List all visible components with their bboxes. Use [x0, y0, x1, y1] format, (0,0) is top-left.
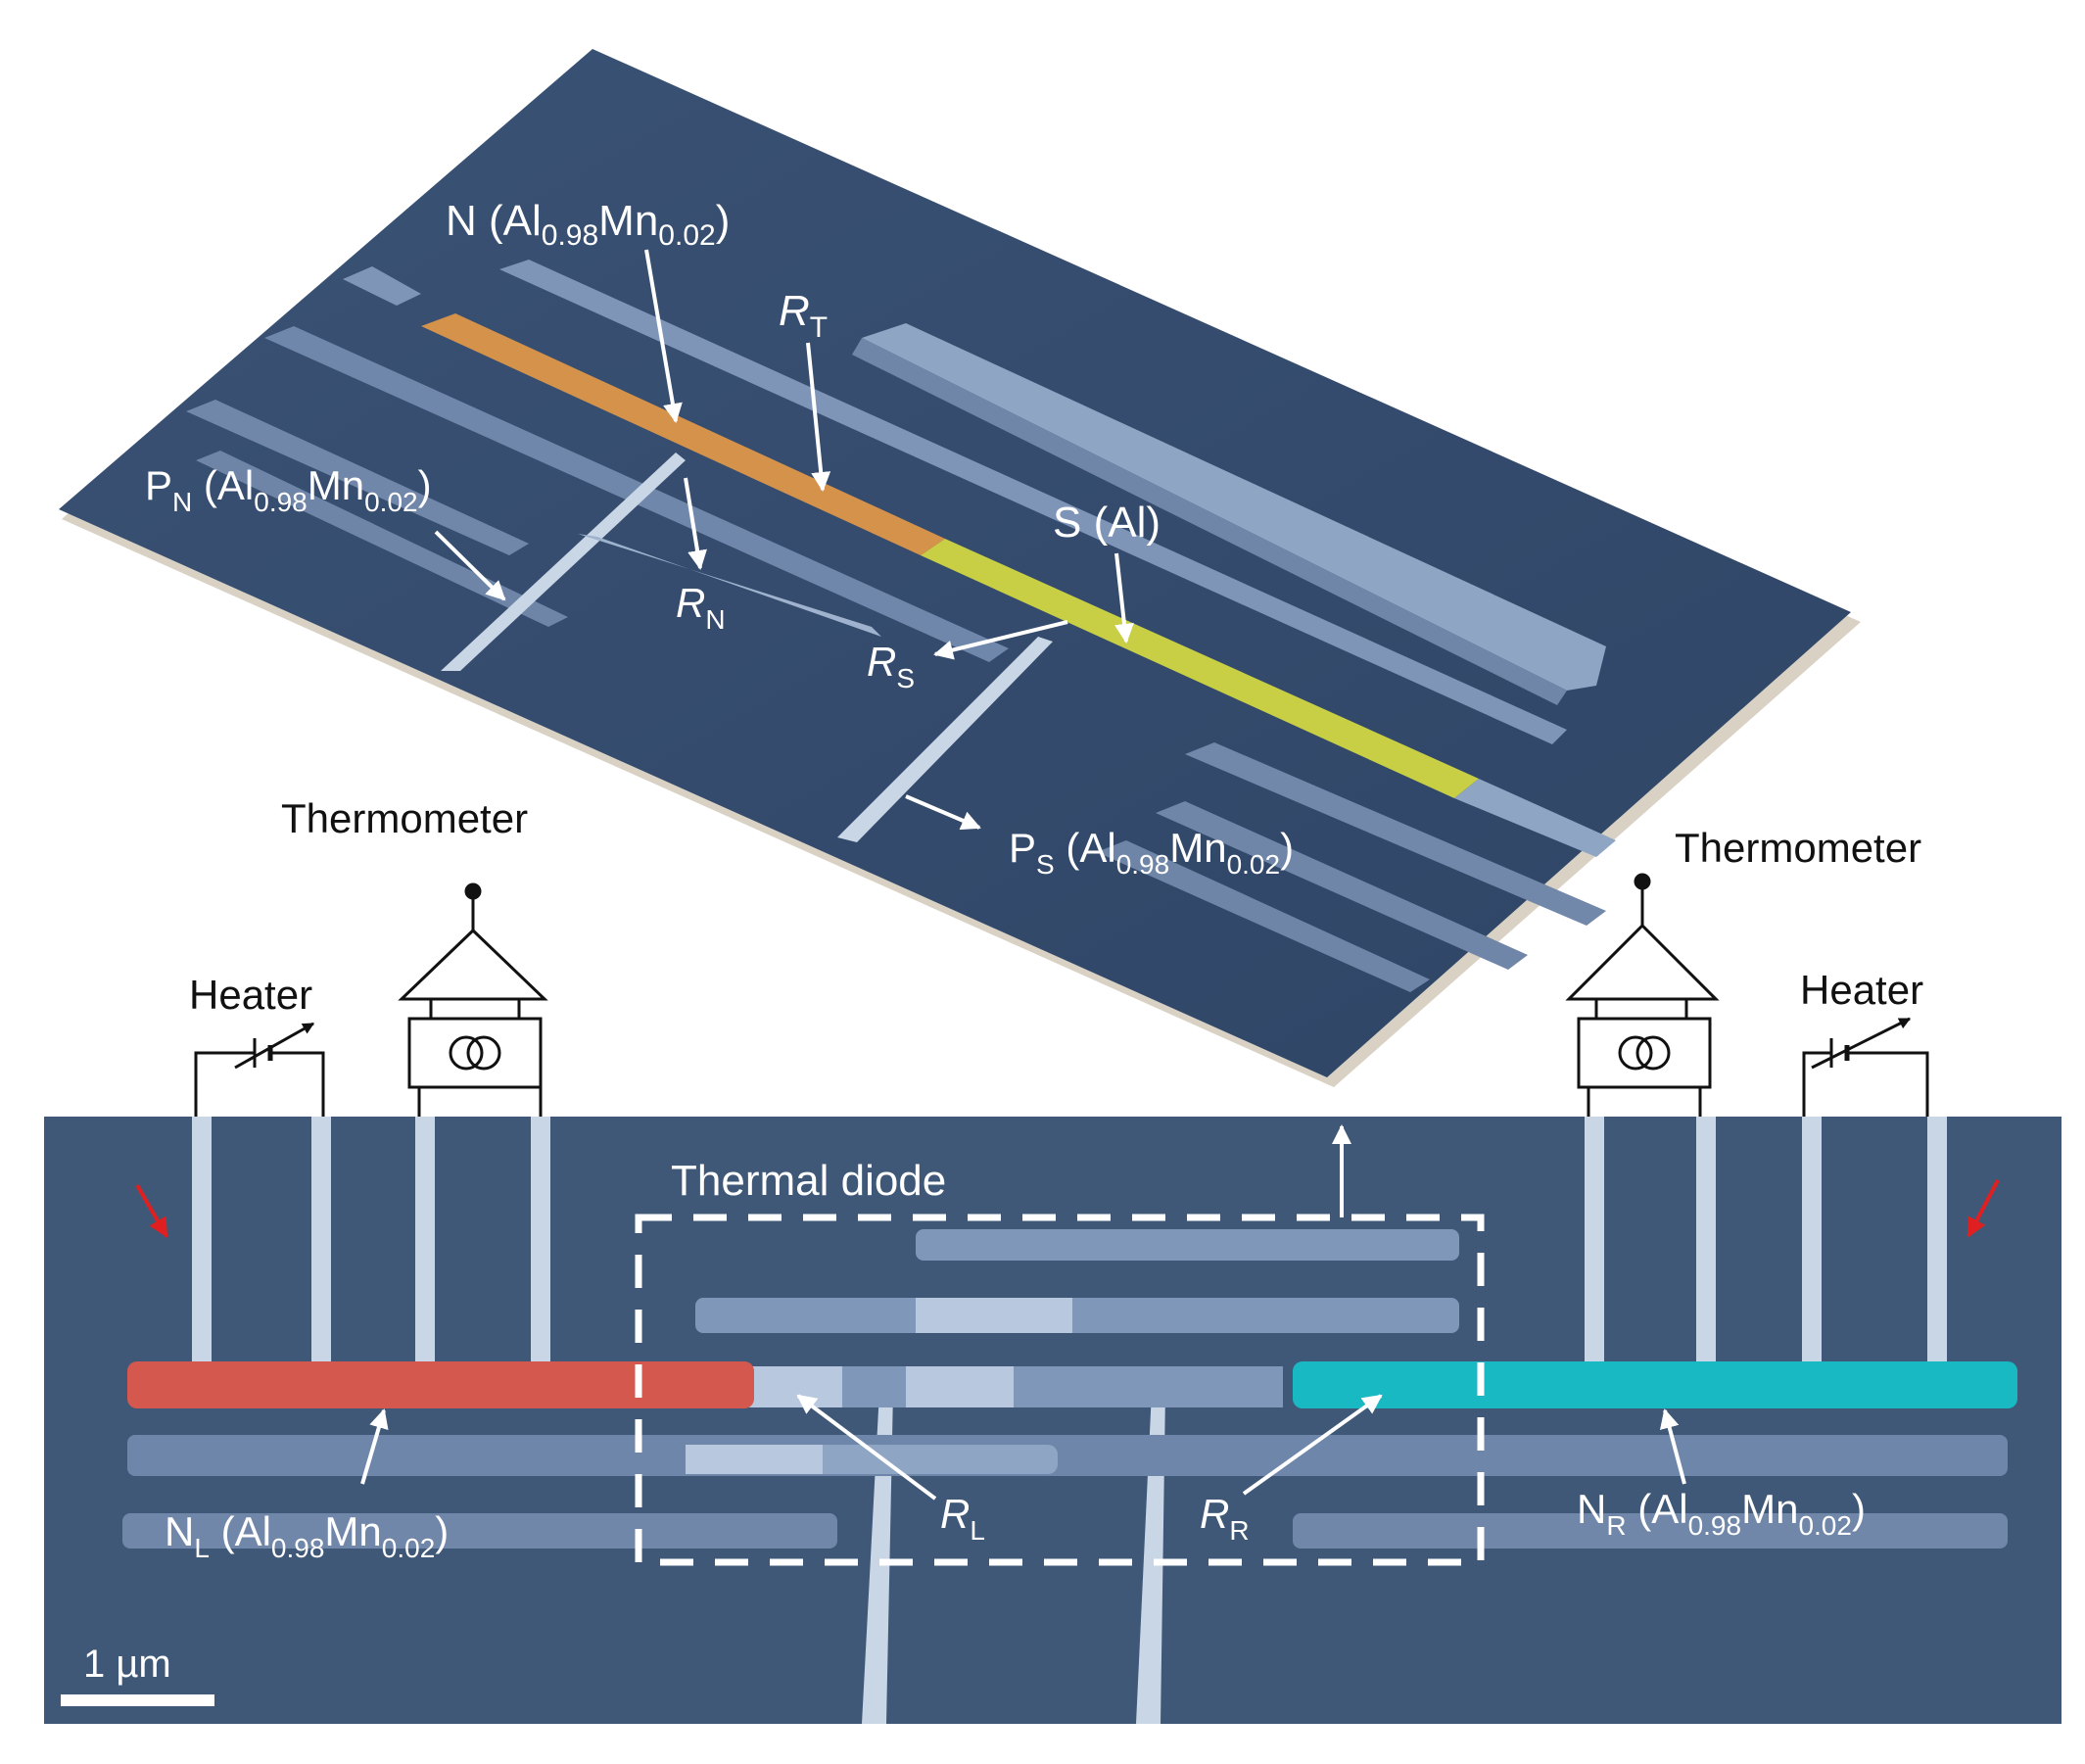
arrow-rr: [1242, 1394, 1383, 1496]
bottom-substrate: [44, 1117, 2061, 1724]
heater-left-variable-icon: [234, 1022, 315, 1070]
current-source-right-icon: [1618, 1035, 1653, 1071]
tilted-sem-view: N (Al0.98Mn0.02) RT PN (Al0.98Mn0.02) S …: [59, 49, 1861, 1087]
nl-electrode-red: [127, 1361, 754, 1408]
long-electrode: [862, 323, 1606, 691]
center-second-bar: [695, 1298, 1459, 1333]
label-heater-right: Heater: [1800, 967, 1923, 1013]
heater-right-variable-icon: [1811, 1017, 1912, 1070]
nr-bar: [1293, 1513, 2008, 1549]
nl-bar: [122, 1513, 837, 1549]
thermometer-left-source-box: [407, 1017, 543, 1089]
arrow-rt: [806, 342, 831, 492]
arrow-rl: [796, 1394, 937, 1501]
arrow-nr: [1659, 1408, 1686, 1485]
scale-bar: [61, 1694, 214, 1706]
top-down-sem-view: Thermal diode NL (Al0.98Mn0.02) RL RR NR…: [44, 1117, 2061, 1724]
center-top-bar: [916, 1229, 1459, 1261]
arrow-pn: [434, 530, 506, 601]
n-electrode-orange: [421, 313, 945, 555]
label-rn: RN: [676, 580, 726, 635]
thermal-diode-box: [635, 1214, 1485, 1566]
probe-pn: [441, 453, 686, 671]
label-thermometer-right: Thermometer: [1675, 825, 1921, 871]
label-nl: NL (Al0.98Mn0.02): [165, 1508, 449, 1563]
red-arrow-left: [135, 1184, 168, 1238]
label-rl: RL: [940, 1491, 985, 1546]
arrow-s: [1114, 552, 1134, 644]
label-rs: RS: [867, 639, 915, 693]
current-source-left-icon: [449, 1035, 484, 1071]
thermometer-right-node: [1634, 873, 1651, 890]
probe-wires: [192, 1117, 1947, 1724]
nr-electrode-cyan: [1293, 1361, 2017, 1408]
label-thermometer-left: Thermometer: [281, 795, 528, 841]
label-pn: PN (Al0.98Mn0.02): [145, 462, 432, 517]
label-thermal-diode: Thermal diode: [671, 1157, 946, 1205]
label-heater-left: Heater: [189, 972, 312, 1018]
arrow-rn: [684, 477, 707, 570]
probe-ps: [837, 637, 1053, 842]
label-rr: RR: [1200, 1491, 1250, 1546]
arrow-rs: [933, 620, 1068, 660]
bottom-bar-lower: [127, 1435, 2008, 1476]
schematic: [194, 873, 1929, 1121]
label-n: N (Al0.98Mn0.02): [446, 197, 730, 252]
s-electrode-yellow: [921, 539, 1479, 798]
arrow-ps: [905, 794, 981, 831]
top-bar: [499, 260, 1567, 744]
pn-bar: [186, 400, 529, 555]
red-arrow-right: [1967, 1179, 2000, 1238]
thermometer-left-amplifier: [398, 928, 548, 1001]
label-rt: RT: [779, 287, 828, 344]
label-ps: PS (Al0.98Mn0.02): [1009, 825, 1294, 880]
thermometer-right-amplifier: [1565, 923, 1720, 1001]
thermometer-right-source-box: [1577, 1017, 1712, 1089]
arrow-nl: [360, 1408, 389, 1485]
thermometer-left-node: [464, 882, 482, 900]
label-nr: NR (Al0.98Mn0.02): [1577, 1486, 1866, 1541]
label-s: S (Al): [1053, 499, 1161, 547]
arrow-n: [644, 249, 683, 423]
scale-bar-label: 1 µm: [83, 1643, 171, 1686]
